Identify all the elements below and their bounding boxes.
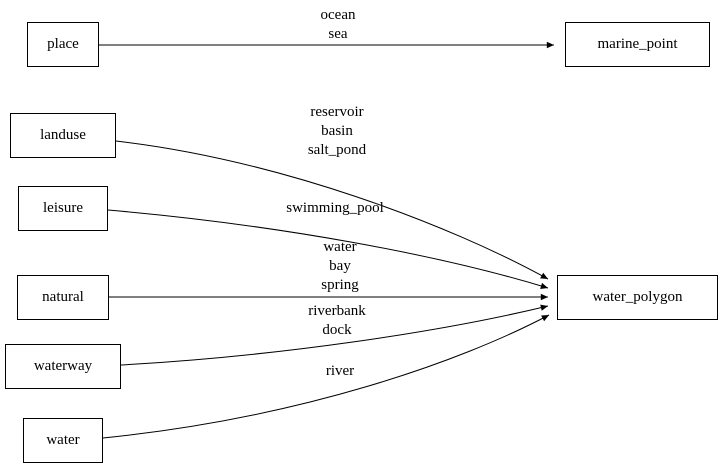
node-landuse: landuse: [10, 113, 116, 158]
node-waterway-label: waterway: [33, 358, 93, 374]
edge-label-place-marine_point: ocean sea: [320, 7, 356, 42]
edge-label-water-water_polygon: river: [325, 363, 355, 379]
node-leisure: leisure: [18, 186, 108, 231]
node-water_polygon: water_polygon: [557, 275, 718, 320]
node-waterway: waterway: [5, 344, 121, 389]
node-place: place: [27, 22, 99, 67]
edge-label-waterway-water_polygon: riverbank dock: [308, 303, 366, 338]
node-water: water: [23, 418, 103, 463]
edge-landuse-water_polygon: [115, 140, 549, 280]
edge-label-leisure-water_polygon: swimming_pool: [286, 200, 384, 216]
node-water_polygon-label: water_polygon: [592, 289, 683, 305]
node-natural: natural: [17, 275, 109, 320]
node-landuse-label: landuse: [40, 127, 86, 143]
edge-water-water_polygon: [102, 314, 550, 439]
node-marine_point-label: marine_point: [597, 36, 678, 52]
edge-label-landuse-water_polygon: reservoir basin salt_pond: [307, 104, 367, 158]
edge-label-natural-water_polygon: water bay spring: [321, 239, 359, 293]
node-leisure-label: leisure: [43, 200, 83, 216]
node-place-label: place: [47, 36, 79, 52]
edge-waterway-water_polygon: [120, 304, 549, 366]
node-marine_point: marine_point: [565, 22, 710, 67]
edge-leisure-water_polygon: [107, 209, 549, 289]
node-water-label: water: [46, 432, 80, 448]
node-natural-label: natural: [42, 289, 84, 305]
